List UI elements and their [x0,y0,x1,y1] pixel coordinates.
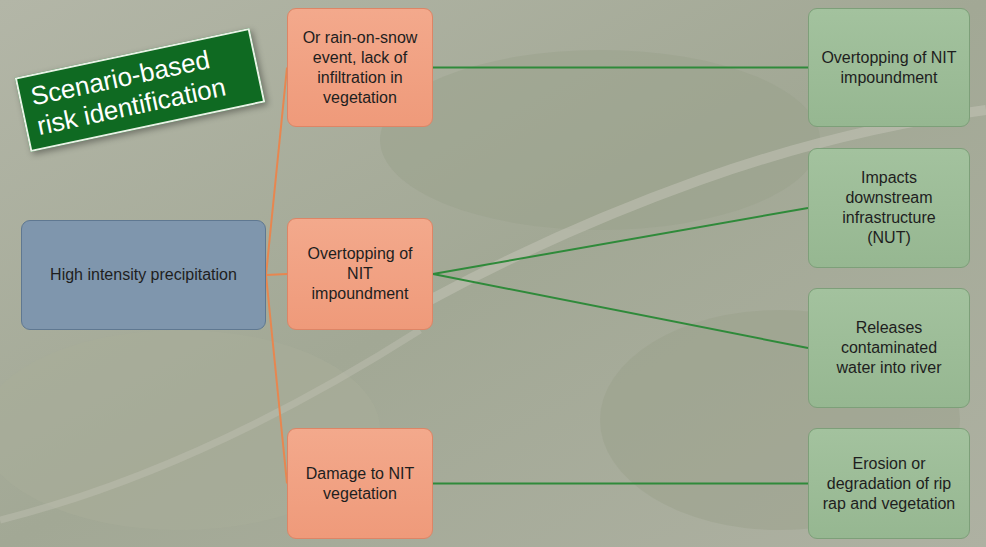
scenario-box: Or rain-on-snow event, lack of infiltrat… [287,8,433,127]
box-text-group: Impacts downstream infrastructure (NUT) [821,168,957,248]
connector-line [433,67,808,69]
scenario-box: Overtopping of NIT impoundment [287,218,433,330]
title-text: Scenario-based risk identification [28,44,228,140]
connector-line [433,483,808,485]
connector-line [266,274,287,275]
consequence-box: Releases contaminated water into river [808,288,970,408]
box-label: Impacts downstream infrastructure (NUT) [821,168,957,248]
connector-line [266,68,287,276]
consequence-box: Impacts downstream infrastructure (NUT) [808,148,970,268]
connector-line [266,275,287,484]
box-text-group: Damage to NIT vegetation [300,464,420,504]
box-text-group: Overtopping of NIT impoundment [300,244,420,304]
box-label: Releases contaminated water into river [821,318,957,378]
title-banner: Scenario-based risk identification [15,28,266,152]
box-label: Overtopping of NIT impoundment [821,48,957,88]
trigger-box: High intensity precipitation [21,220,266,330]
box-label: Damage to NIT vegetation [300,464,420,504]
scenario-box: Damage to NIT vegetation [287,428,433,539]
box-label: Overtopping of NIT impoundment [300,244,420,304]
consequence-box: Erosion or degradation of rip rap and ve… [808,428,970,539]
consequence-box: Overtopping of NIT impoundment [808,8,970,127]
box-label: Erosion or degradation of rip rap and ve… [821,454,957,514]
box-text-group: Releases contaminated water into river [821,318,957,378]
connector-line [433,274,808,348]
box-label: High intensity precipitation [50,265,237,285]
box-text-group: Erosion or degradation of rip rap and ve… [821,454,957,514]
box-label: Or rain-on-snow event, lack of infiltrat… [300,28,420,108]
box-text-group: Overtopping of NIT impoundment [821,48,957,88]
box-text-group: High intensity precipitation [50,265,237,285]
connector-line [433,208,808,274]
box-text-group: Or rain-on-snow event, lack of infiltrat… [300,28,420,108]
